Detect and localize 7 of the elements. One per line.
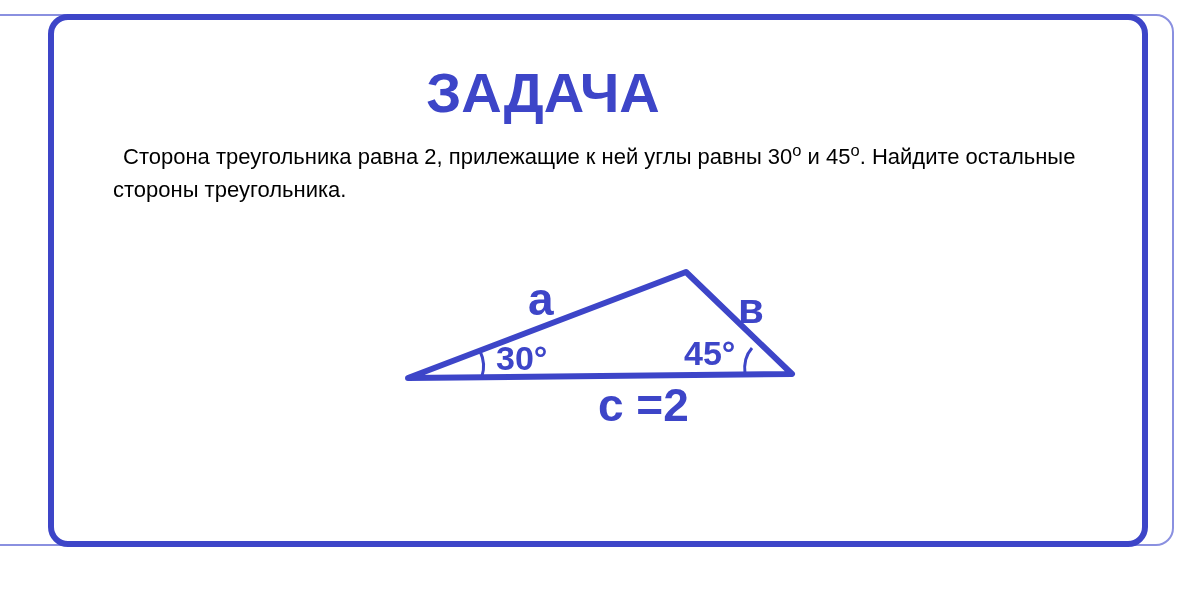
side-label: с =2 bbox=[598, 380, 689, 430]
side-label: в bbox=[738, 286, 764, 332]
problem-text: Сторона треугольника равна 2, прилежащие к ней углы равны 30$^{o}$ и 45$^{o}$. Найдите остальные стороны треугольника. bbox=[113, 140, 1077, 204]
angle-label: 45° bbox=[684, 334, 736, 372]
title: ЗАДАЧА bbox=[425, 60, 661, 126]
angle-label: 30° bbox=[496, 339, 548, 377]
side-label: а bbox=[528, 274, 554, 324]
